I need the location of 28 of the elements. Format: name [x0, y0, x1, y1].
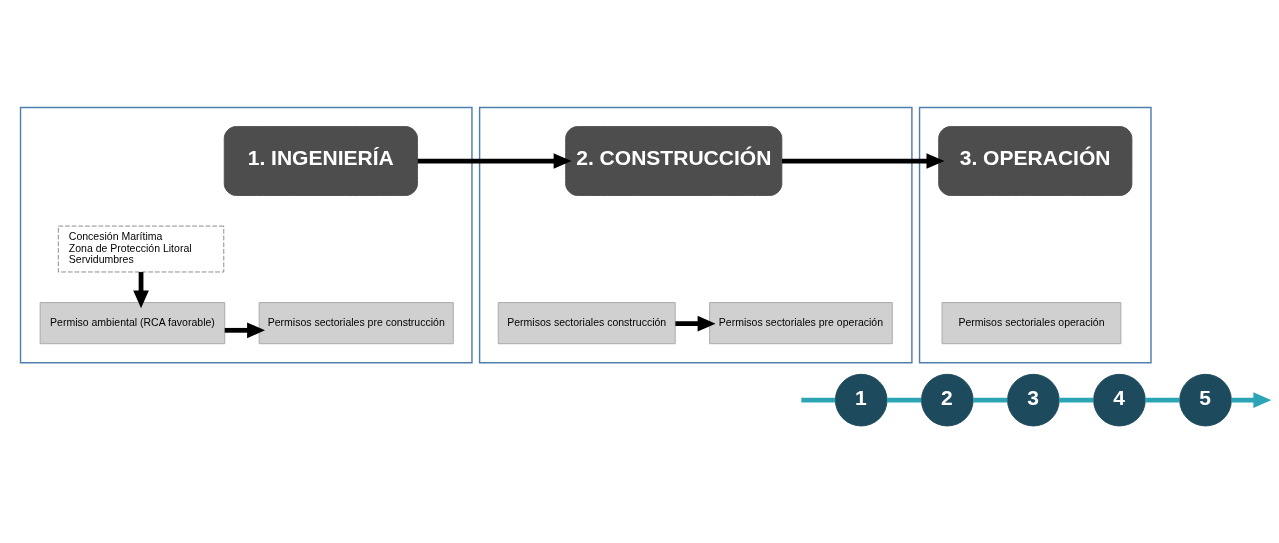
connector — [1145, 397, 1180, 403]
node-box: 1. INGENIERÍA — [223, 126, 418, 196]
node-circle: 5 — [1179, 373, 1232, 427]
node-circle: 1 — [834, 373, 888, 427]
node-circle: 2 — [921, 373, 974, 427]
connector — [973, 397, 1008, 403]
node-circle: 3 — [1007, 373, 1060, 427]
node-box: Permisos sectoriales pre construcción — [258, 302, 454, 345]
node-box: 2. CONSTRUCCIÓN — [565, 126, 783, 196]
arrow — [1231, 392, 1271, 408]
node-circle: 4 — [1093, 373, 1146, 427]
node-box: Permisos sectoriales construcción — [497, 302, 676, 345]
node-box: Permisos sectoriales operación — [941, 302, 1122, 345]
node-box: Concesión Marítima Zona de Protección Litoral Servidumbres — [57, 225, 225, 273]
arrow — [782, 153, 945, 169]
arrow — [133, 272, 149, 309]
connector — [801, 397, 836, 403]
node-box: Permisos sectoriales pre operación — [709, 302, 893, 345]
cluster — [19, 106, 473, 364]
arrow — [675, 315, 716, 332]
node-box: Permiso ambiental (RCA favorable) — [39, 302, 226, 345]
node-box: 3. OPERACIÓN — [938, 126, 1133, 196]
arrow — [224, 322, 265, 339]
cluster — [478, 106, 913, 364]
arrow — [417, 153, 572, 169]
connector — [1059, 397, 1094, 403]
connector — [887, 397, 922, 403]
cluster — [918, 106, 1152, 364]
